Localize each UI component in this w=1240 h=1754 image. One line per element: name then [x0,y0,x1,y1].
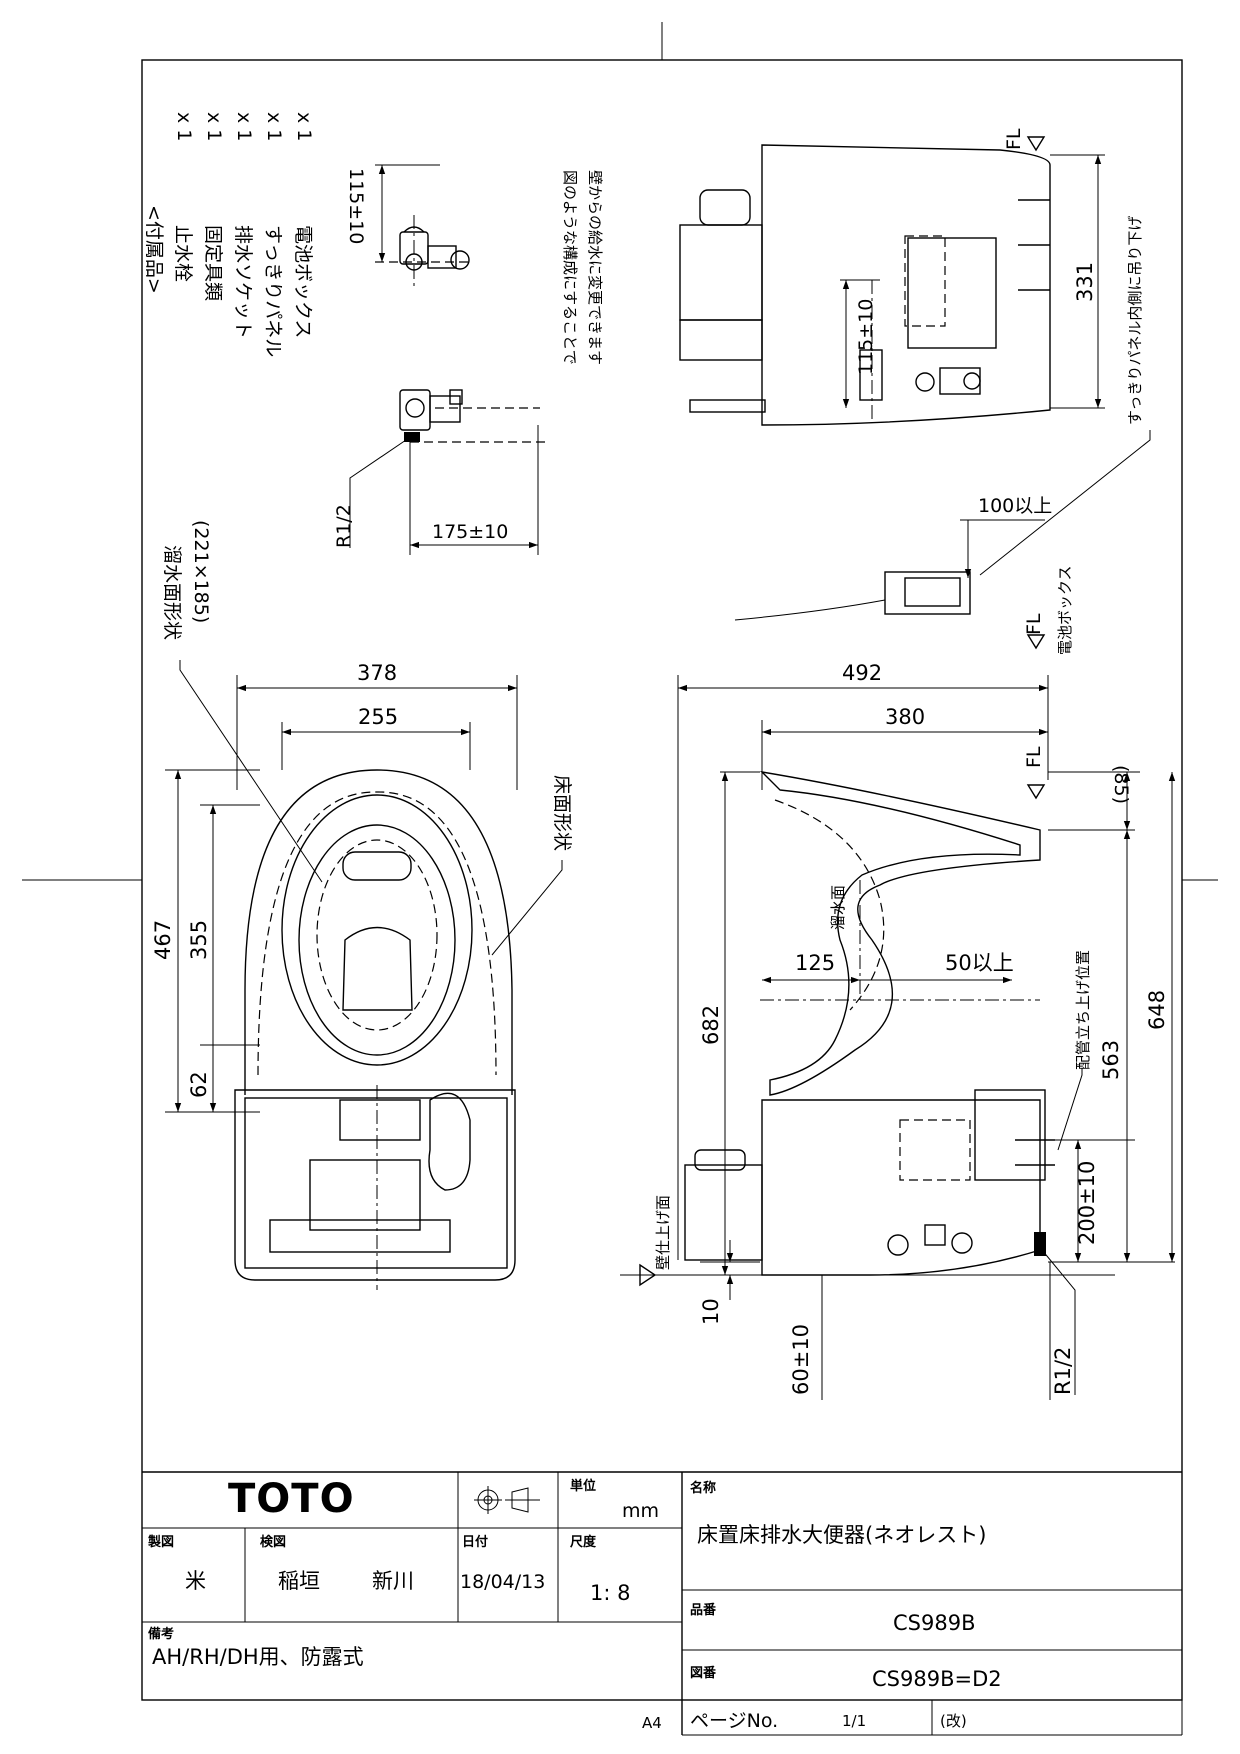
dim-60: 60±10 [789,1324,813,1395]
note-water-surface-size: (221×185) [190,520,212,623]
note-floor-shape: 床面形状 [551,775,573,851]
dim-10: 10 [699,1298,723,1325]
checker-name-2: 新川 [372,1569,414,1593]
drafter-label: 製図 [147,1534,174,1550]
dim-682: 682 [699,1005,723,1045]
note-battery-box: 電池ボックス [1056,565,1074,655]
checker-name-1: 稲垣 [278,1569,320,1593]
plan-view: 378 255 467 355 62 溜水面形状 (221×185) 床面形状 [151,520,573,1290]
accessory-item: 止水栓 [172,225,194,282]
date-value: 18/04/13 [460,1571,545,1593]
note-water-surface-shape: 溜水面形状 [161,545,183,640]
scale-value: 1: 8 [590,1581,630,1605]
dim-100: 100以上 [978,495,1052,517]
dim-355: 355 [187,920,211,960]
dim-255: 255 [358,705,398,729]
scale-label: 尺度 [570,1534,597,1550]
checker-label: 検図 [260,1534,286,1550]
side-view-main: 492 380 FL (85) 648 563 200±10 125 [620,661,1176,1400]
dim-648: 648 [1145,990,1169,1030]
revision-label: (改) [940,1712,967,1730]
drawing-no-label: 図番 [690,1665,717,1681]
dim-563: 563 [1099,1040,1123,1080]
note-wall-supply-2: 壁からの給水に変更できます [586,170,604,365]
dim-62: 62 [187,1071,211,1098]
name-label: 名称 [690,1480,716,1496]
drafter-name: 米 [185,1569,206,1593]
page-label: ページNo. [690,1710,778,1732]
title-block: TOTO 単位 mm 名称 床置床排水大便器(ネオレスト) 製図 米 検図 稲垣… [142,1471,1183,1736]
dim-492: 492 [842,661,882,685]
note-wall-supply-1: 図のような構成にすることで [561,170,579,365]
dim-85: (85) [1110,765,1132,804]
note-water-surface: 溜水面 [829,885,847,930]
note-wall-finish: 壁仕上げ面 [654,1195,672,1270]
product-name: 床置床排水大便器(ネオレスト) [697,1523,986,1547]
unit-value: mm [622,1500,659,1522]
third-angle-projection-icon [474,1486,540,1514]
accessory-item: 電池ボックス [292,225,314,338]
accessory-qty: x 1 [203,112,225,141]
unit-label: 単位 [570,1478,596,1494]
dim-467: 467 [151,920,175,960]
paper-size: A4 [642,1714,662,1732]
dim-200: 200±10 [1075,1161,1099,1245]
accessories-list: <付属品> 止水栓 固定具類 排水ソケット すっきりパネル 電池ボックス x 1… [143,112,315,357]
fl-mark-mid: FL [1023,613,1045,635]
accessory-qty: x 1 [173,112,195,141]
accessory-qty: x 1 [233,112,255,141]
fl-mark-top: FL [1003,128,1025,150]
drawing-frame [22,22,1218,1701]
note-pipe-rise: 配管立ち上げ位置 [1074,950,1092,1070]
dim-115-side: 115±10 [855,299,877,375]
accessory-item: すっきりパネル [262,225,284,357]
remarks-value: AH/RH/DH用、防露式 [152,1645,364,1669]
part-number: CS989B [893,1611,975,1635]
dim-r12-upper: R1/2 [333,504,355,548]
page-number: 1/1 [842,1712,866,1730]
drawing-number: CS989B=D2 [872,1667,1002,1691]
remarks-label: 備考 [148,1626,174,1642]
dim-378: 378 [357,661,397,685]
toto-logo: TOTO [228,1476,355,1522]
part-label: 品番 [690,1602,717,1618]
accessory-item: 排水ソケット [232,225,254,339]
wall-supply-detail: 115±10 175±10 R1/2 図のような構成にすることで 壁からの給水に… [333,164,604,555]
side-view-top: FL 331 115±10 すっきりパネル内側に吊り下げ 100以上 FL [679,128,1151,655]
date-label: 日付 [462,1534,488,1550]
accessory-qty: x 1 [263,112,285,141]
dim-175: 175±10 [432,521,508,543]
dim-331: 331 [1073,262,1097,302]
accessories-heading: <付属品> [143,205,165,294]
dim-125: 125 [795,951,835,975]
accessory-item: 固定具類 [202,225,224,301]
accessory-qty: x 1 [293,112,315,141]
fl-mark-lower: FL [1023,746,1045,768]
dim-380: 380 [885,705,925,729]
dim-r12-lower: R1/2 [1051,1347,1075,1395]
dim-50: 50以上 [945,951,1014,975]
dim-115-upper: 115±10 [345,168,367,244]
note-panel-hang: すっきりパネル内側に吊り下げ [1126,216,1144,425]
